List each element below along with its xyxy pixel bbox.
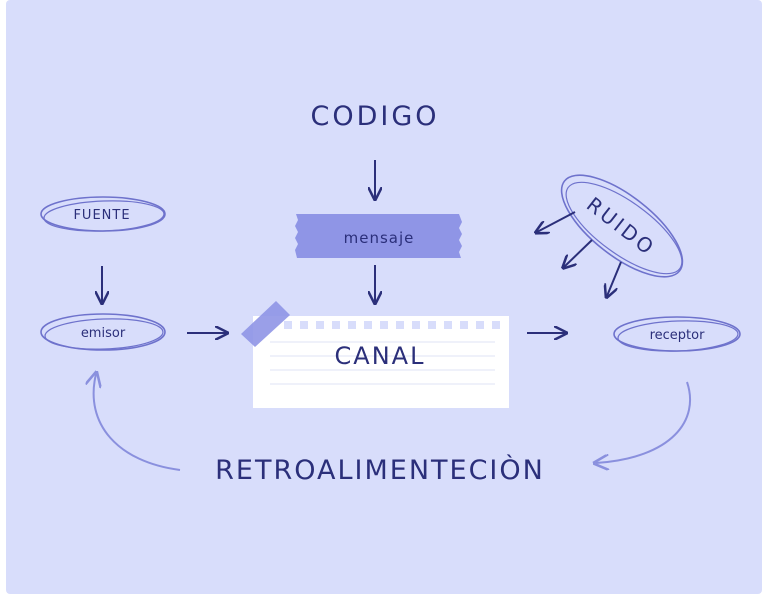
canal-paper: CANAL bbox=[241, 301, 509, 408]
mensaje-tape: mensaje bbox=[295, 214, 462, 258]
canal-label: CANAL bbox=[335, 342, 426, 370]
codigo-label: CODIGO bbox=[310, 101, 439, 132]
emisor-label: emisor bbox=[81, 326, 126, 341]
background-panel bbox=[6, 0, 762, 594]
tape-piece bbox=[241, 301, 290, 347]
fuente-node: FUENTE bbox=[40, 196, 166, 232]
fuente-label: FUENTE bbox=[73, 208, 130, 223]
noise-arrow-2 bbox=[564, 239, 593, 267]
receptor-label: receptor bbox=[650, 328, 706, 343]
retroalimentacion-label: RETROALIMENTECIÒN bbox=[215, 454, 545, 486]
feedback-arrow-left bbox=[94, 374, 181, 471]
emisor-node: emisor bbox=[40, 313, 166, 351]
noise-arrow-3 bbox=[607, 261, 622, 296]
paper-perforation bbox=[284, 321, 500, 329]
receptor-node: receptor bbox=[613, 316, 741, 352]
mensaje-label: mensaje bbox=[344, 229, 415, 247]
feedback-arrow-right bbox=[596, 381, 692, 463]
noise-arrow-1 bbox=[537, 211, 576, 232]
paper-lines bbox=[270, 341, 495, 385]
